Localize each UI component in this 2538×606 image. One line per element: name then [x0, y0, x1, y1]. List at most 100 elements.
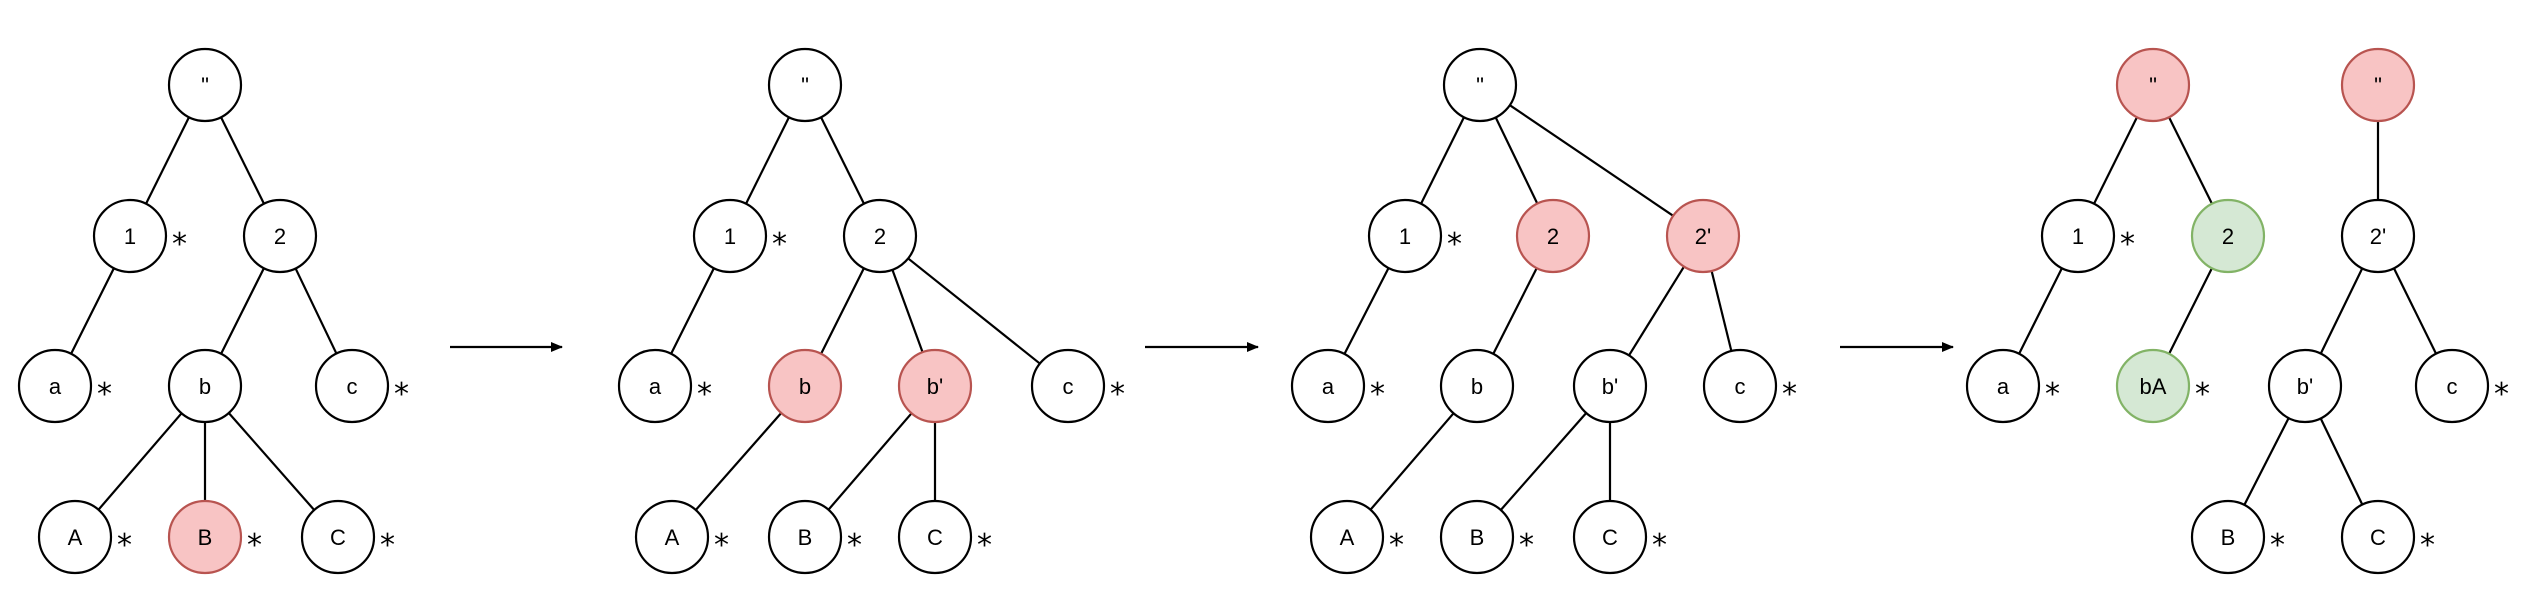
node-stage4-C: C* [2340, 499, 2435, 575]
node-circle-normal [1442, 47, 1518, 123]
edge-stage1-root-n1 [145, 116, 190, 205]
terminal-star-marker: * [2045, 377, 2060, 412]
node-label-a: a [1997, 374, 2010, 399]
node-label-1: 1 [1399, 224, 1411, 249]
edge-stage3-n2p-bp [1628, 266, 1685, 356]
terminal-star-marker: * [772, 227, 787, 262]
edge-stage4-rootL-n2 [2168, 116, 2213, 205]
node-stage4-bA: bA* [2115, 348, 2210, 424]
node-label-quote: " [201, 73, 209, 98]
node-stage2-A: A* [634, 499, 729, 575]
node-stage3-c: c* [1702, 348, 1797, 424]
node-circle-normal [300, 499, 376, 575]
node-label-quote: " [801, 73, 809, 98]
edge-stage4-bp-B [2243, 417, 2290, 506]
node-label-1: 1 [724, 224, 736, 249]
node-circle-removed [1665, 198, 1741, 274]
node-circle-normal [1702, 348, 1778, 424]
node-stage2-B: B* [767, 499, 862, 575]
node-label-c: C [2370, 525, 2386, 550]
node-circle-normal [314, 348, 390, 424]
terminal-star-marker: * [172, 227, 187, 262]
node-circle-normal [897, 499, 973, 575]
node-circle-normal [1572, 348, 1648, 424]
node-circle-normal [767, 47, 843, 123]
node-stage4-rootR: " [2340, 47, 2416, 123]
node-circle-added [2115, 348, 2191, 424]
terminal-star-marker: * [1519, 528, 1534, 563]
node-circle-removed [1515, 198, 1591, 274]
node-label-a: a [1322, 374, 1335, 399]
node-stage1-n1: 1* [92, 198, 187, 274]
node-stage1-a: a* [17, 348, 112, 424]
node-stage3-a: a* [1290, 348, 1385, 424]
terminal-star-marker: * [714, 528, 729, 563]
terminal-star-marker: * [1782, 377, 1797, 412]
node-stage4-a: a* [1965, 348, 2060, 424]
node-stage2-b: b [767, 348, 843, 424]
node-stage3-C: C* [1572, 499, 1667, 575]
node-circle-normal [167, 348, 243, 424]
node-label-1: 1 [124, 224, 136, 249]
terminal-star-marker: * [247, 528, 262, 563]
node-label-b: b [799, 374, 811, 399]
node-stage1-root: " [167, 47, 243, 123]
node-stage3-root: " [1442, 47, 1518, 123]
node-label-a: A [68, 525, 83, 550]
node-stage1-B: B* [167, 499, 262, 575]
node-stage3-A: A* [1309, 499, 1404, 575]
node-circle-normal [1309, 499, 1385, 575]
node-circle-normal [37, 499, 113, 575]
terminal-star-marker: * [2420, 528, 2435, 563]
edge-stage2-bp-B [827, 412, 913, 511]
node-label-b: b [199, 374, 211, 399]
node-label-b: B [1470, 525, 1485, 550]
edge-stage2-root-n1 [745, 116, 790, 205]
node-label-c: C [330, 525, 346, 550]
terminal-star-marker: * [2195, 377, 2210, 412]
terminal-star-marker: * [847, 528, 862, 563]
tree-edges [70, 104, 2438, 511]
edge-stage2-n2-c [907, 257, 1041, 365]
node-circle-normal [692, 198, 768, 274]
node-circle-normal [2190, 499, 2266, 575]
node-label-b: b' [927, 374, 943, 399]
node-label-b: b' [1602, 374, 1618, 399]
node-stage3-n2p: 2' [1665, 198, 1741, 274]
node-circle-added [2190, 198, 2266, 274]
node-stage2-bp: b' [897, 348, 973, 424]
node-label-2: 2' [1695, 224, 1711, 249]
edge-stage3-root-n2 [1494, 116, 1539, 205]
node-stage1-C: C* [300, 499, 395, 575]
node-stage4-rootL: " [2115, 47, 2191, 123]
node-label-quote: " [2374, 73, 2382, 98]
node-stage4-n1: 1* [2040, 198, 2135, 274]
node-stage3-B: B* [1439, 499, 1534, 575]
node-circle-normal [1290, 348, 1366, 424]
node-label-quote: " [2149, 73, 2157, 98]
edge-stage3-root-n2p [1509, 104, 1674, 217]
node-label-a: A [665, 525, 680, 550]
terminal-star-marker: * [1110, 377, 1125, 412]
terminal-star-marker: * [2494, 377, 2509, 412]
node-circle-normal [2340, 198, 2416, 274]
edge-stage2-n2-b [820, 267, 865, 355]
node-circle-normal [1439, 499, 1515, 575]
terminal-star-marker: * [697, 377, 712, 412]
node-stage4-B: B* [2190, 499, 2285, 575]
node-stage2-c: c* [1030, 348, 1125, 424]
node-label-c: C [927, 525, 943, 550]
node-label-2: 2 [2222, 224, 2234, 249]
node-label-c: c [347, 374, 358, 399]
node-circle-normal [842, 198, 918, 274]
terminal-star-marker: * [380, 528, 395, 563]
edge-stage1-b-C [227, 412, 316, 511]
node-circle-normal [17, 348, 93, 424]
edge-stage4-n2p-c [2392, 267, 2438, 355]
node-label-2: 2' [2370, 224, 2386, 249]
node-label-b: b [1471, 374, 1483, 399]
edge-stage1-root-n2 [220, 116, 265, 205]
terminal-star-marker: * [977, 528, 992, 563]
